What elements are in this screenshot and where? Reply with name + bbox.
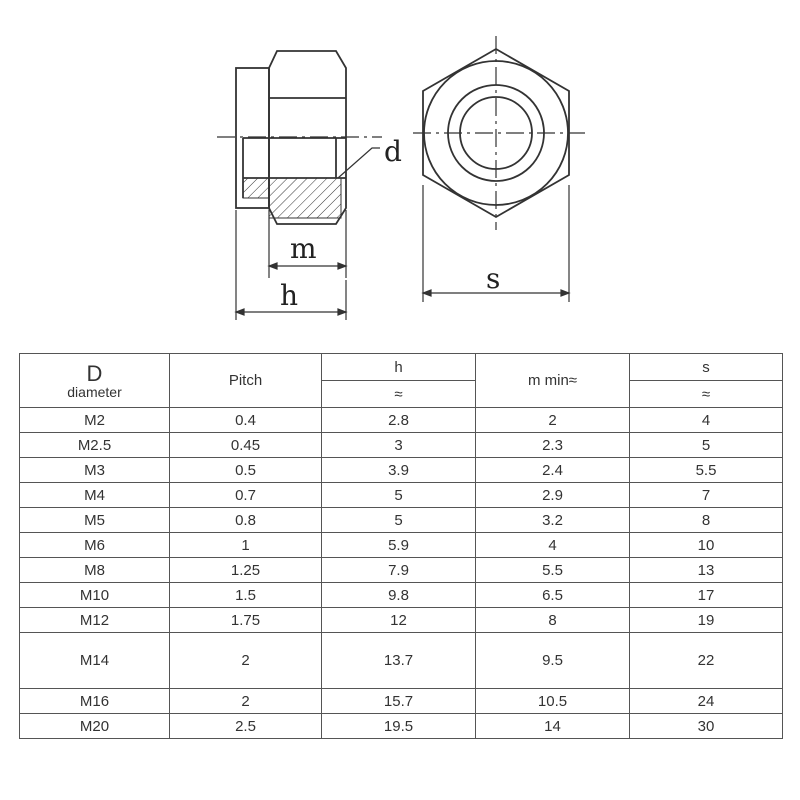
cell-s: 5.5 — [629, 457, 783, 483]
cell-h: 15.7 — [321, 688, 476, 714]
cell-d: M8 — [19, 557, 170, 583]
cell-pitch: 0.4 — [169, 407, 322, 433]
d-leader — [337, 147, 380, 179]
header-d-label: D — [86, 360, 103, 386]
nut-technical-drawing: d m h s — [217, 36, 585, 320]
front-centerlines — [413, 36, 585, 230]
cell-s: 19 — [629, 607, 783, 633]
header-s-approx: ≈ — [629, 380, 783, 408]
cell-s: 13 — [629, 557, 783, 583]
header-h: h — [321, 353, 476, 381]
section-hatch — [242, 177, 270, 199]
thread-hatch — [268, 177, 342, 219]
cell-m: 9.5 — [475, 632, 630, 689]
header-row: D diameter Pitch h m min≈ s — [19, 353, 783, 408]
label-s: s — [486, 262, 500, 295]
header-diameter-label: diameter — [67, 383, 122, 400]
cell-m: 3.2 — [475, 507, 630, 533]
cell-h: 5 — [321, 507, 476, 533]
cell-d: M10 — [19, 582, 170, 608]
cell-pitch: 0.8 — [169, 507, 322, 533]
label-h: h — [280, 279, 298, 312]
cell-d: M14 — [19, 632, 170, 689]
cell-h: 2.8 — [321, 407, 476, 433]
cell-d: M5 — [19, 507, 170, 533]
header-m: m min≈ — [475, 353, 630, 408]
cell-s: 5 — [629, 432, 783, 458]
side-view — [235, 50, 347, 225]
header-s: s — [629, 353, 783, 381]
cell-h: 3 — [321, 432, 476, 458]
cell-d: M12 — [19, 607, 170, 633]
cell-m: 8 — [475, 607, 630, 633]
cell-d: M6 — [19, 532, 170, 558]
cell-s: 17 — [629, 582, 783, 608]
cell-h: 9.8 — [321, 582, 476, 608]
cell-d: M16 — [19, 688, 170, 714]
cell-s: 7 — [629, 482, 783, 508]
cell-m: 6.5 — [475, 582, 630, 608]
cell-h: 19.5 — [321, 713, 476, 739]
cell-h: 13.7 — [321, 632, 476, 689]
cell-d: M3 — [19, 457, 170, 483]
cell-pitch: 1.5 — [169, 582, 322, 608]
cell-pitch: 1.75 — [169, 607, 322, 633]
header-subrow: ≈ ≈ — [20, 380, 783, 408]
cell-m: 2.4 — [475, 457, 630, 483]
cell-m: 10.5 — [475, 688, 630, 714]
cell-h: 5 — [321, 482, 476, 508]
cell-s: 22 — [629, 632, 783, 689]
cell-m: 2.9 — [475, 482, 630, 508]
hex-outline — [422, 47, 570, 219]
cell-m: 14 — [475, 713, 630, 739]
m-dimension — [267, 210, 348, 278]
cell-pitch: 1.25 — [169, 557, 322, 583]
cell-pitch: 1 — [169, 532, 322, 558]
header-pitch: Pitch — [169, 353, 322, 408]
cell-h: 3.9 — [321, 457, 476, 483]
cell-pitch: 0.5 — [169, 457, 322, 483]
cell-d: M4 — [19, 482, 170, 508]
header-diameter: D diameter — [19, 353, 170, 408]
cell-h: 5.9 — [321, 532, 476, 558]
cell-pitch: 2 — [169, 632, 322, 689]
h-dimension — [234, 210, 348, 320]
label-d: d — [384, 135, 402, 168]
cell-m: 2.3 — [475, 432, 630, 458]
cell-s: 4 — [629, 407, 783, 433]
cell-pitch: 0.45 — [169, 432, 322, 458]
cell-pitch: 0.7 — [169, 482, 322, 508]
cell-s: 24 — [629, 688, 783, 714]
header-h-approx: ≈ — [321, 380, 476, 408]
cell-d: M2.5 — [19, 432, 170, 458]
cell-h: 7.9 — [321, 557, 476, 583]
cell-pitch: 2 — [169, 688, 322, 714]
cell-s: 10 — [629, 532, 783, 558]
s-dimension — [421, 185, 571, 302]
cell-d: M20 — [19, 713, 170, 739]
label-m: m — [290, 232, 317, 265]
cell-m: 2 — [475, 407, 630, 433]
cell-s: 30 — [629, 713, 783, 739]
cell-h: 12 — [321, 607, 476, 633]
cell-m: 4 — [475, 532, 630, 558]
cell-pitch: 2.5 — [169, 713, 322, 739]
cell-m: 5.5 — [475, 557, 630, 583]
cell-s: 8 — [629, 507, 783, 533]
cell-d: M2 — [19, 407, 170, 433]
